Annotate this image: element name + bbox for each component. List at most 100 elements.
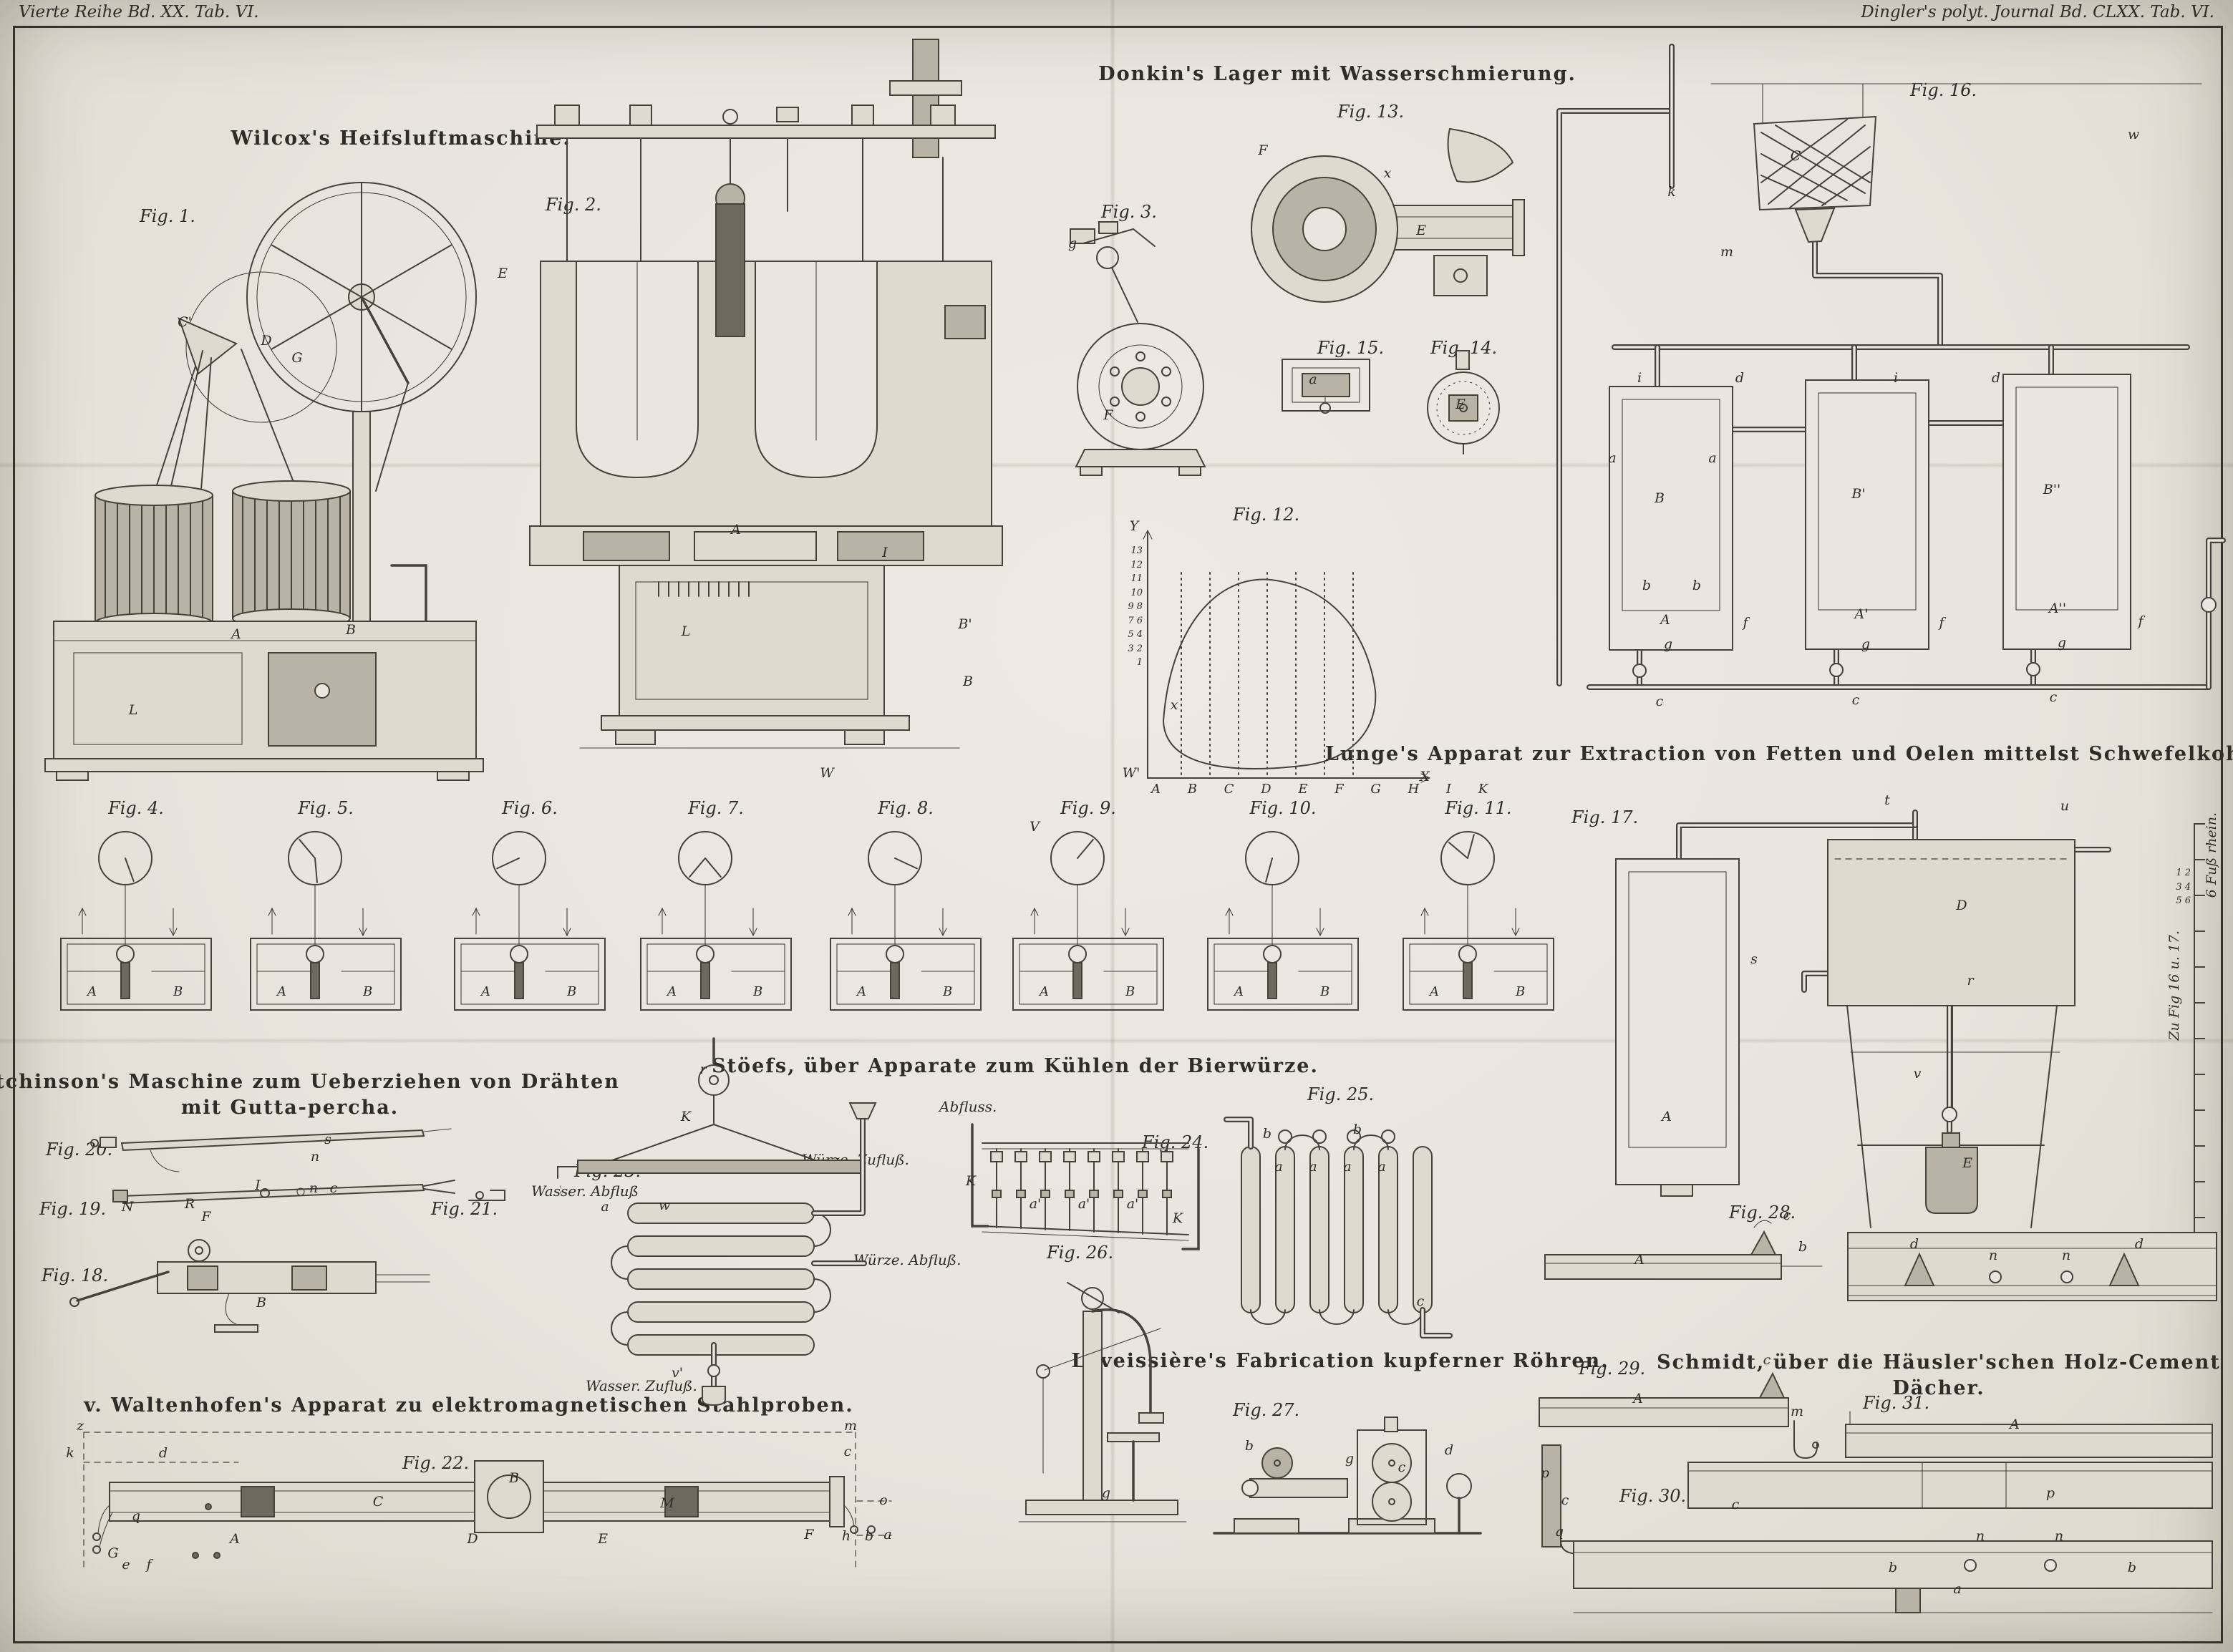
fig12-indicator-diagram [1143,529,1431,783]
caption-fig19: Fig. 19. [39,1199,107,1219]
caption-fig27: Fig. 27. [1233,1400,1300,1420]
pulley [698,1064,730,1096]
fig17-lunge-apparatus-drawing [1615,810,2111,1228]
overhead-beam [536,125,996,139]
fig21-piece [468,1190,505,1201]
receiver-vessel-e [1925,1132,1978,1214]
cooling-coil [611,1202,831,1356]
fig25-serpentine-cooler-drawing [1224,1117,1453,1338]
label-wasser-abfluss: Wasser. Abfluß [531,1182,639,1200]
svg-text:B: B [566,984,576,999]
label-abfluss: Abfluss. [939,1098,997,1115]
fig2-section-drawing [529,39,1003,749]
magnet-block-c [241,1486,275,1517]
fig3-bearing-side-drawing [1070,221,1206,476]
svg-text:B: B [752,984,762,999]
title-schmidt-line1: Schmidt, über die Häusler'schen Holz-Cem… [1657,1351,2221,1374]
cylinder-a [95,485,213,633]
title-schmidt-line2: Dächer. [1892,1377,1985,1399]
magnet-block-m [664,1486,699,1517]
wire-basket [1753,115,1877,211]
fig18-machine [69,1239,430,1333]
wall-strip [1541,1444,1561,1547]
svg-text:B: B [1125,984,1135,999]
caption-fig26: Fig. 26. [1047,1243,1114,1263]
svg-text:B: B [173,984,183,999]
measuring-scale-ticks [2194,823,2205,1281]
indicator-curve [1162,578,1377,769]
hutchinson-figures-drawing [69,1128,505,1333]
fig5-group: Fig. 5. A B [240,798,412,1014]
base-cabinet [44,621,484,781]
caption-fig18: Fig. 18. [42,1265,109,1286]
fig1-wilcox-machine-drawing [44,182,484,781]
tank-stand [1846,1005,2058,1228]
fig29-roof-edge-drawing [1539,1371,1819,1459]
svg-text:B: B [942,984,952,999]
vessel-b-second [2002,374,2131,650]
vessel-b-prime [1805,379,1929,650]
scale-label-top: 6 Fuß rhein. [2204,812,2219,898]
tank-d [1827,839,2075,1006]
title-wilcox: Wilcox's Heifsluftmaschine. [231,127,571,150]
fig30-roof-section-drawing [1541,1444,2213,1613]
scale-numbers: 1 2 3 4 5 6 [2176,868,2191,906]
caption-fig29: Fig. 29. [1579,1359,1646,1379]
caption-fig12: Fig. 12. [1233,505,1300,525]
fig28-left-roof-drawing [1544,1220,1823,1280]
paper-fold-vertical [1110,0,1115,1652]
title-hutchinson-line2: mit Gutta-percha. [180,1097,399,1119]
svg-text:B: B [362,984,372,999]
fig31-roof-layer-drawing [1845,1411,2213,1458]
fig28-right-roof-drawing [1847,1232,2217,1301]
fig23-cooler-drawing [557,1037,877,1406]
caption-fig1: Fig. 1. [140,206,195,226]
vessel-b [1609,386,1733,651]
caption-fig15: Fig. 15. [1317,338,1385,358]
title-laveissiere: Laveissière's Fabrication kupferner Röhr… [1071,1350,1609,1372]
svg-text:A: A [86,984,97,999]
fig20-rod [90,1128,452,1172]
regenerator-column [715,203,745,337]
svg-text:B: B [1319,984,1329,999]
caption-fig7: Fig. 7. [688,798,744,818]
title-lunge: Lunge's Apparat zur Extraction von Fette… [1324,743,2233,765]
inlet-funnel [848,1102,877,1119]
crossbar [577,1160,865,1174]
scale-label-mid: Zu Fig 16 u. 17. [2166,931,2182,1041]
caption-fig5: Fig. 5. [298,798,354,818]
fig16-lunge-apparatus-drawing [1556,44,2226,690]
cylinder-b [232,480,351,628]
lower-roof-bar [1573,1540,2213,1589]
svg-text:A: A [856,984,866,999]
caption-fig31: Fig. 31. [1863,1393,1930,1413]
caption-fig4: Fig. 4. [108,798,164,818]
funnel [1794,207,1836,243]
label-wuerze-abfluss: Würze. Abfluß. [853,1251,962,1268]
svg-text:A: A [276,984,286,999]
end-plate-f [829,1476,845,1527]
caption-fig9: Fig. 9. [1060,798,1116,818]
fig15-detail-drawing [1282,359,1370,414]
svg-text:A: A [1428,984,1439,999]
fig24-tube-rack-drawing [971,1123,1200,1250]
title-hutchinson-line1: Hutchinson's Maschine zum Ueberziehen vo… [0,1071,620,1093]
caption-fig28: Fig. 28. [1729,1202,1796,1223]
svg-text:A: A [480,984,490,999]
paper-fold-horizontal [0,1038,2233,1044]
column [1082,1311,1103,1501]
caption-fig30: Fig. 30. [1619,1486,1687,1506]
caption-fig17: Fig. 17. [1571,807,1639,827]
fig14-detail-drawing [1427,350,1500,455]
fig13-bearing-section-drawing [1251,127,1525,303]
